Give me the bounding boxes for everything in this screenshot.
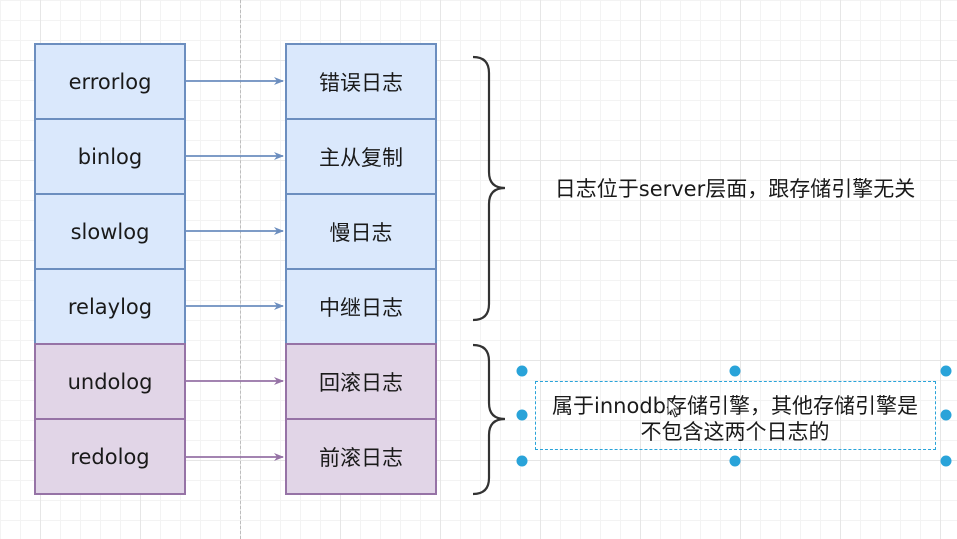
log-desc-label: 主从复制 bbox=[319, 145, 403, 170]
resize-handle-right[interactable] bbox=[940, 409, 952, 421]
log-desc-undolog[interactable]: 回滚日志 bbox=[285, 343, 437, 420]
log-name-label: binlog bbox=[77, 144, 143, 169]
mouse-cursor-icon bbox=[667, 398, 681, 418]
innodb-note[interactable]: 属于innodb存储引擎，其他存储引擎是 不包含这两个日志的 bbox=[520, 393, 950, 445]
resize-handle-top-right[interactable] bbox=[940, 365, 952, 377]
resize-handle-bottom-left[interactable] bbox=[516, 455, 528, 467]
log-desc-errorlog[interactable]: 错误日志 bbox=[285, 43, 437, 120]
log-desc-binlog[interactable]: 主从复制 bbox=[285, 118, 437, 195]
log-desc-slowlog[interactable]: 慢日志 bbox=[285, 193, 437, 270]
log-name-redolog[interactable]: redolog bbox=[34, 418, 186, 495]
log-desc-label: 中继日志 bbox=[319, 295, 403, 320]
log-name-binlog[interactable]: binlog bbox=[34, 118, 186, 195]
resize-handle-bottom-right[interactable] bbox=[940, 455, 952, 467]
brace-server-group[interactable] bbox=[472, 55, 506, 322]
selection-frame bbox=[535, 381, 936, 450]
server-note-text: 日志位于server层面，跟存储引擎无关 bbox=[554, 177, 916, 201]
resize-handle-left[interactable] bbox=[516, 409, 528, 421]
server-note[interactable]: 日志位于server层面，跟存储引擎无关 bbox=[530, 176, 940, 202]
log-name-errorlog[interactable]: errorlog bbox=[34, 43, 186, 120]
log-desc-label: 慢日志 bbox=[329, 220, 393, 245]
log-name-label: redolog bbox=[70, 444, 150, 469]
log-desc-label: 错误日志 bbox=[319, 70, 403, 95]
innodb-note-line2: 不包含这两个日志的 bbox=[640, 420, 830, 444]
log-desc-label: 回滚日志 bbox=[319, 370, 403, 395]
vertical-guide-line bbox=[240, 0, 241, 539]
log-desc-redolog[interactable]: 前滚日志 bbox=[285, 418, 437, 495]
resize-handle-top[interactable] bbox=[729, 365, 741, 377]
log-name-slowlog[interactable]: slowlog bbox=[34, 193, 186, 270]
log-name-label: relaylog bbox=[67, 294, 153, 319]
log-desc-label: 前滚日志 bbox=[319, 445, 403, 470]
resize-handle-bottom[interactable] bbox=[729, 455, 741, 467]
resize-handle-top-left[interactable] bbox=[516, 365, 528, 377]
log-name-label: slowlog bbox=[70, 219, 150, 244]
log-name-label: undolog bbox=[67, 369, 153, 394]
brace-innodb-group[interactable] bbox=[472, 343, 506, 496]
log-name-label: errorlog bbox=[68, 69, 152, 94]
innodb-note-line1: 属于innodb存储引擎，其他存储引擎是 bbox=[552, 394, 918, 418]
